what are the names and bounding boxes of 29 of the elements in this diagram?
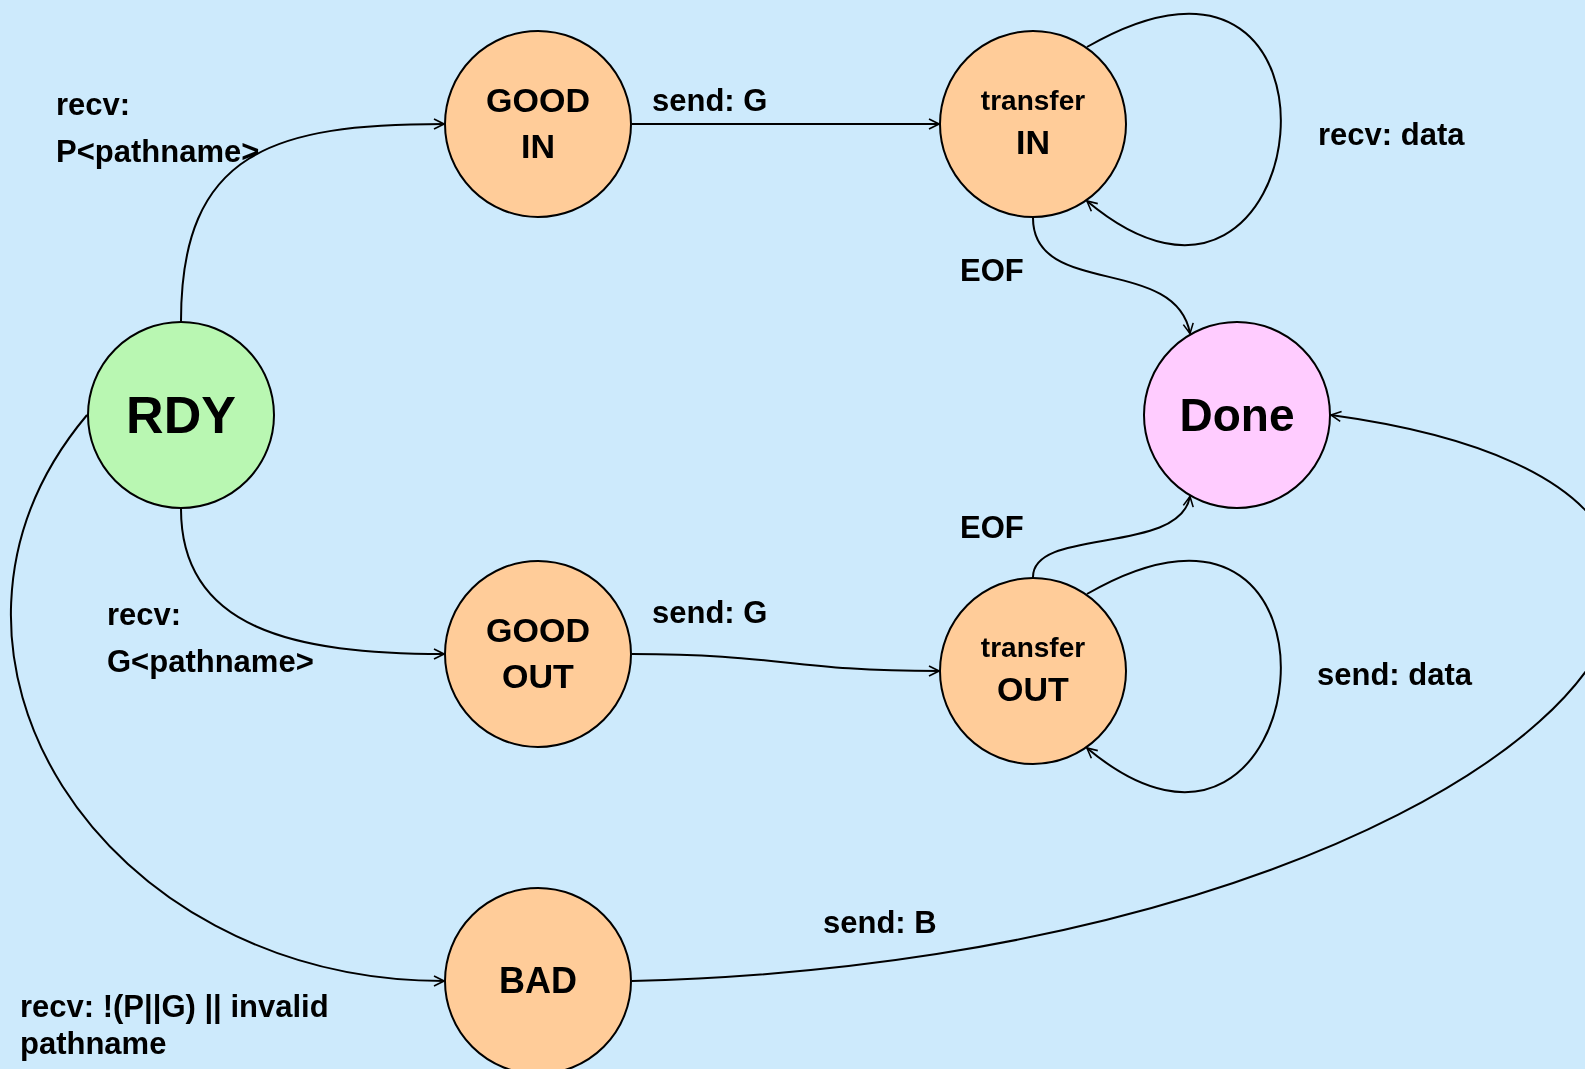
state-label: OUT (997, 668, 1069, 710)
state-label: GOOD IN (485, 80, 591, 167)
arrow (631, 411, 1585, 982)
edge-label: recv: P<pathname> (56, 86, 261, 171)
edge-label: send: B (823, 904, 937, 942)
arrow (1032, 217, 1193, 335)
arrow (1085, 13, 1282, 247)
edge-label: EOF (960, 509, 1024, 547)
state-label: transfer (980, 631, 1086, 666)
state-label: transfer (980, 84, 1086, 119)
arrow (180, 508, 445, 660)
arrow (631, 118, 940, 130)
arrow (180, 118, 445, 322)
edge-label: recv: !(P||G) || invalid pathname (20, 988, 330, 1063)
arrow (10, 414, 445, 986)
edge-label: recv: G<pathname> (107, 596, 315, 681)
state-label: GOOD OUT (485, 610, 591, 697)
edge-label: send: G (652, 594, 768, 632)
state-label: RDY (126, 384, 236, 446)
edge-label: send: G (652, 82, 768, 120)
edge-label: send: data (1317, 656, 1473, 694)
edge-label: recv: data (1318, 116, 1465, 154)
state-label: IN (1016, 121, 1050, 163)
arrow (1085, 560, 1282, 794)
arrow (631, 653, 940, 677)
arrow (1032, 495, 1192, 578)
state-label: Done (1179, 387, 1295, 443)
edge-label: EOF (960, 252, 1024, 290)
state-label: BAD (499, 958, 577, 1003)
